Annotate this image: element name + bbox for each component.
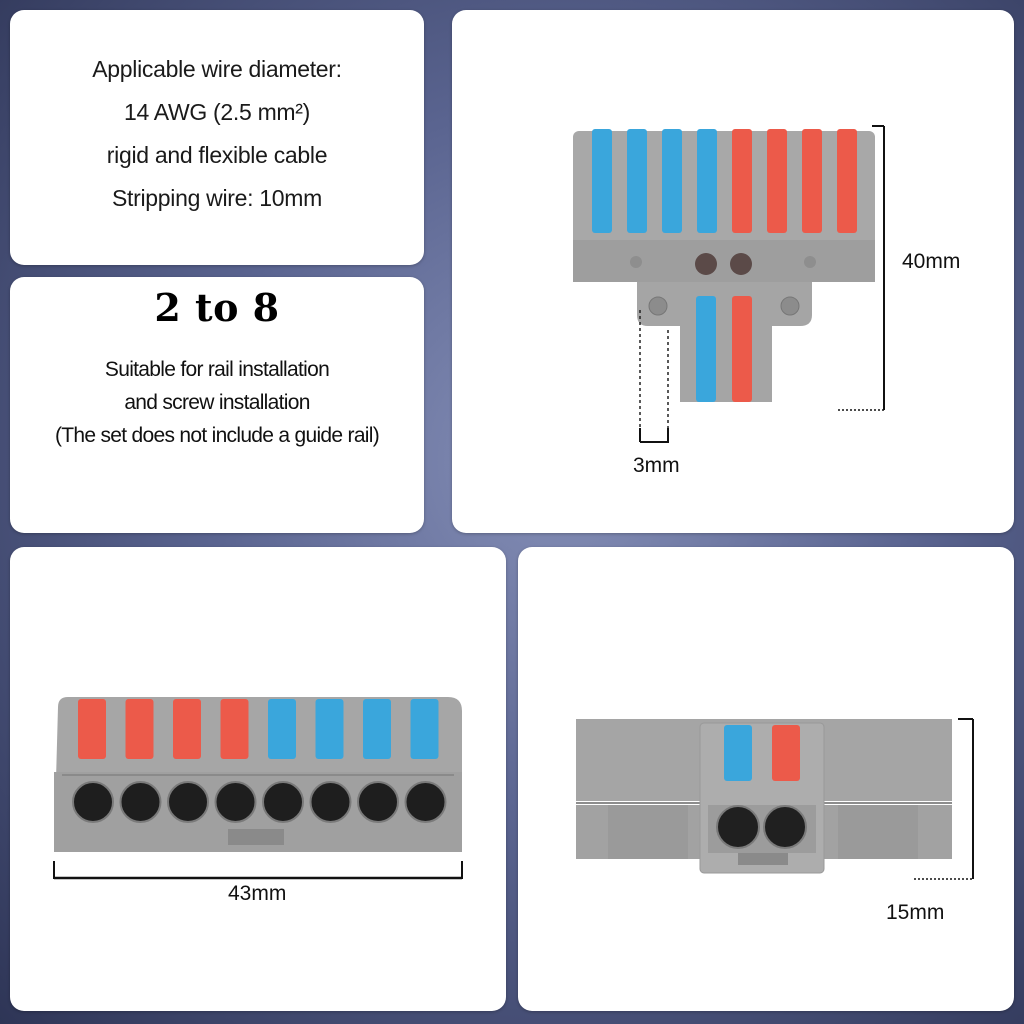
side-blue-lever (724, 725, 752, 781)
top-lever-row (592, 129, 857, 233)
front-lever-7 (363, 699, 391, 759)
range-title: 2 to 8 (154, 285, 280, 330)
top-lever-2 (627, 129, 647, 233)
top-lever-5 (732, 129, 752, 233)
range-line-note: (The set does not include a guide rail) (54, 424, 380, 447)
spec-text: Applicable wire diameter: 14 AWG (2.5 mm… (10, 48, 424, 220)
range-card: 2 to 8 Suitable for rail installation an… (10, 277, 424, 533)
spec-line-diameter: Applicable wire diameter: (92, 56, 342, 82)
range-line-rail: Suitable for rail installation (104, 358, 330, 381)
front-hole-7 (357, 781, 399, 823)
front-hole-5 (262, 781, 304, 823)
connector-front-view-image (53, 697, 463, 880)
front-lever-4 (220, 699, 249, 759)
range-text: Suitable for rail installation and screw… (10, 353, 424, 452)
front-lever-2 (125, 699, 154, 759)
width-dimension-label: 43mm (228, 882, 287, 905)
side-red-lever (772, 725, 800, 781)
front-view-card: 43mm (10, 547, 506, 1011)
top-lever-4 (697, 129, 717, 233)
height-dimension-label: 40mm (902, 250, 961, 273)
spec-card: Applicable wire diameter: 14 AWG (2.5 mm… (10, 10, 424, 265)
rail-dimension-label: 3mm (633, 454, 680, 477)
top-lever-8 (837, 129, 857, 233)
front-hole-3 (167, 781, 209, 823)
connector-top-view-image (573, 125, 885, 443)
stem-red-lever (732, 296, 752, 402)
front-lever-6 (315, 699, 344, 759)
front-lever-1 (78, 699, 106, 759)
front-lever-8 (410, 699, 439, 759)
front-hole-1 (72, 781, 114, 823)
front-lever-row (78, 699, 439, 759)
stem-blue-lever (696, 296, 716, 402)
connector-side-view-image (576, 718, 974, 880)
top-lever-1 (592, 129, 612, 233)
housing-stem (637, 282, 812, 402)
front-hole-4 (214, 781, 257, 823)
front-hole-8 (404, 781, 447, 823)
front-hole-2 (119, 781, 162, 823)
top-view-card: 40mm 3mm (452, 10, 1014, 533)
spec-line-stripping: Stripping wire: 10mm (111, 185, 323, 211)
depth-dimension-label: 15mm (886, 901, 945, 924)
front-lever-5 (268, 699, 296, 759)
spec-line-cable: rigid and flexible cable (106, 142, 328, 168)
range-line-screw: and screw installation (124, 391, 310, 414)
spec-line-awg: 14 AWG (2.5 mm²) (123, 99, 311, 125)
top-lever-7 (802, 129, 822, 233)
side-view-card: 15mm (518, 547, 1014, 1011)
top-lever-3 (662, 129, 682, 233)
front-hole-6 (309, 781, 352, 823)
top-lever-6 (767, 129, 787, 233)
front-lever-3 (173, 699, 201, 759)
front-wire-holes (72, 781, 447, 823)
